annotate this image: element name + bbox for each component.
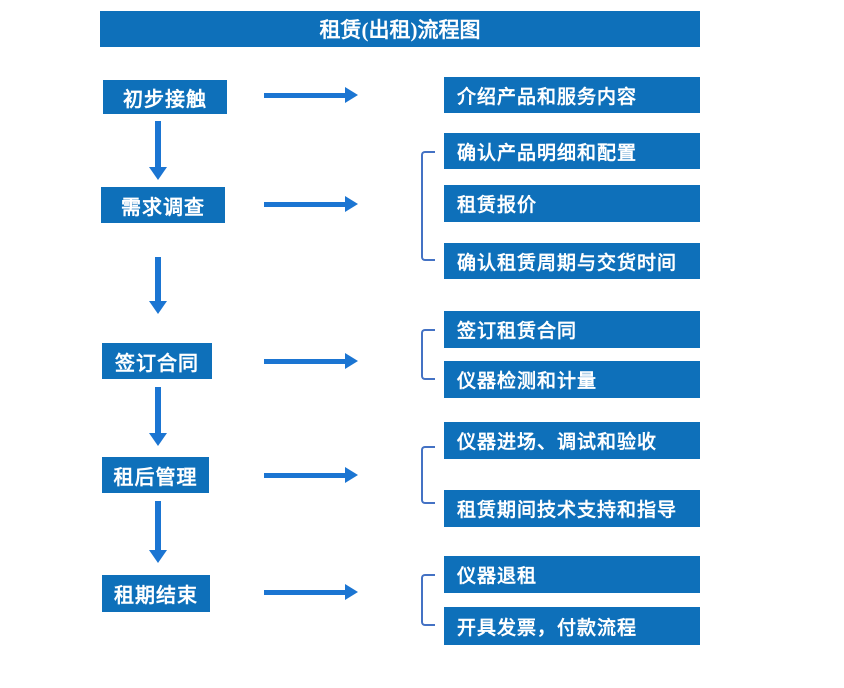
arrow-shaft [264, 92, 345, 98]
arrow-head-icon [345, 87, 358, 103]
group-bracket-post-rental [421, 446, 435, 504]
arrow-shaft [155, 121, 161, 167]
right-arrow-3 [264, 353, 358, 369]
output-box-sign-rental-contract: 签订租赁合同 [444, 311, 700, 348]
flowchart-title: 租赁(出租)流程图 [100, 11, 700, 47]
arrow-shaft [155, 257, 161, 301]
down-arrow-3 [149, 387, 167, 446]
step-box-post-rental-management: 租后管理 [102, 457, 209, 493]
flowchart-title-label: 租赁(出租)流程图 [319, 18, 481, 42]
arrow-shaft [264, 358, 345, 364]
step-box-rental-end: 租期结束 [102, 575, 210, 612]
output-box-instrument-return: 仪器退租 [444, 556, 700, 593]
step-box-demand-survey: 需求调查 [101, 187, 225, 223]
arrow-head-icon [345, 467, 358, 483]
arrow-head-icon [149, 167, 167, 180]
group-bracket-rental-end [421, 574, 435, 626]
output-box-introduce-products: 介绍产品和服务内容 [444, 77, 700, 113]
right-arrow-2 [264, 196, 358, 212]
down-arrow-1 [149, 121, 167, 180]
down-arrow-4 [149, 501, 167, 563]
arrow-shaft [264, 472, 345, 478]
output-box-confirm-rental-period: 确认租赁周期与交货时间 [444, 243, 700, 279]
step-box-sign-contract: 签订合同 [102, 343, 212, 379]
right-arrow-5 [264, 584, 358, 600]
arrow-head-icon [149, 433, 167, 446]
group-bracket-demand-survey [421, 151, 435, 261]
right-arrow-1 [264, 87, 358, 103]
output-box-invoice-payment: 开具发票，付款流程 [444, 607, 700, 645]
right-arrow-4 [264, 467, 358, 483]
output-box-instrument-testing: 仪器检测和计量 [444, 361, 700, 398]
step-box-initial-contact: 初步接触 [103, 80, 227, 114]
group-bracket-sign-contract [421, 329, 435, 380]
arrow-shaft [264, 201, 345, 207]
arrow-head-icon [345, 584, 358, 600]
arrow-head-icon [149, 301, 167, 314]
arrow-shaft [155, 387, 161, 433]
down-arrow-2 [149, 257, 167, 314]
arrow-head-icon [345, 353, 358, 369]
output-box-tech-support: 租赁期间技术支持和指导 [444, 490, 700, 527]
output-box-confirm-product-details: 确认产品明细和配置 [444, 133, 700, 169]
arrow-shaft [264, 589, 345, 595]
arrow-shaft [155, 501, 161, 550]
output-box-rental-quotation: 租赁报价 [444, 185, 700, 222]
arrow-head-icon [345, 196, 358, 212]
output-box-instrument-setup: 仪器进场、调试和验收 [444, 422, 700, 459]
arrow-head-icon [149, 550, 167, 563]
